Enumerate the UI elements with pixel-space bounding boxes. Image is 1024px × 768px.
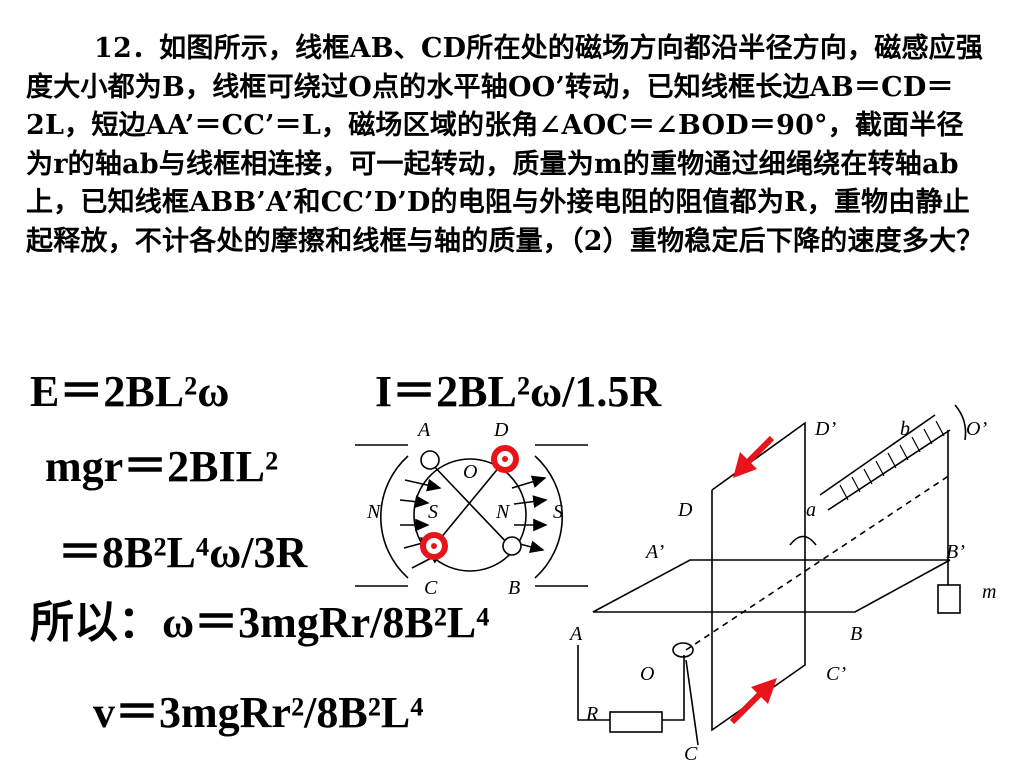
field-arrow [511,475,547,489]
current-equation: I＝2BL²ω/1.5R [375,367,662,416]
emf-equation: E＝2BL²ω [30,367,230,416]
label-B: B [508,577,520,599]
axis-end-ellipse [672,642,694,658]
label-C-prime: C’ [826,663,846,685]
red-arrow-bottom-head [751,678,777,704]
right-pole-arc [534,455,563,579]
label-R: R [585,703,598,725]
cross-section-labels: A D O N S N S C B [366,419,563,599]
label-A-prime: A’ [644,541,664,563]
rotation-axis-dashed [685,474,951,651]
shaft-bottom-edge [827,429,951,511]
circuit-wire-left [577,645,610,721]
conductor-b-circle [502,536,522,556]
current-out-dot [431,543,437,549]
label-O-prime: O’ [966,418,987,440]
shaft-end-curve [954,404,967,441]
field-arrow [513,495,548,508]
lead-wire-to-c [685,659,699,746]
shaft-top-edge [819,414,936,496]
label-S-right: S [553,501,563,523]
red-arrow-top-head [733,452,757,478]
coil-diagonal-line [434,459,506,546]
coil-diagonal-line [429,461,511,547]
field-arrow [404,478,442,492]
label-A-right: A [568,623,583,645]
problem-text: 12．如图所示，线框AB、CD所在处的磁场方向都沿半径方向，磁感应强度大小都为B… [26,33,984,257]
rope-coil [839,420,945,501]
label-O-right: O [640,663,654,685]
label-B-right: B [850,623,862,645]
frame-3d-figure [577,404,967,746]
torque-expanded-equation: ＝8B²L⁴ω/3R [58,528,308,577]
label-A: A [416,419,431,441]
omega-result-equation: 所以：ω＝3mgRr/8B²L⁴ [30,598,490,647]
red-arrow-bottom-shaft [729,691,763,725]
horizontal-frame-plane [592,559,951,613]
axis-crossing-arc [789,535,817,546]
label-N-left: N [366,501,382,523]
vertical-frame-plane [711,421,806,732]
left-pole-arc [380,455,409,579]
inner-core-circle [413,458,527,572]
resistor-box [609,711,663,733]
label-O: O [463,461,477,483]
conductor-a-circle [420,450,440,470]
label-B-prime: B’ [946,541,965,563]
induced-current-arrows [729,435,777,725]
field-arrow [399,495,430,508]
label-a: a [806,499,816,521]
label-m: m [982,581,996,603]
label-C-right: C [684,743,698,765]
current-out-dot [502,456,508,462]
label-N-inner: N [495,501,511,523]
circuit-wire-right [662,655,685,721]
red-arrow-top-shaft [745,435,775,465]
frame-3d-labels: D’ b O’ D a A’ B’ m A B O C’ R C [568,418,996,765]
torque-balance-equation: mgr＝2BIL² [45,442,279,491]
label-S-inner: S [428,501,438,523]
label-D: D [493,419,509,441]
label-D-prime: D’ [814,418,836,440]
cross-section-figure [355,444,588,587]
label-C: C [424,577,438,599]
problem-statement: 12．如图所示，线框AB、CD所在处的磁场方向都沿半径方向，磁感应强度大小都为B… [26,30,986,261]
hanging-mass-box [937,584,961,614]
label-D-right: D [677,499,693,521]
velocity-result-equation: v＝3mgRr²/8B²L⁴ [93,688,424,737]
label-b: b [900,418,910,440]
